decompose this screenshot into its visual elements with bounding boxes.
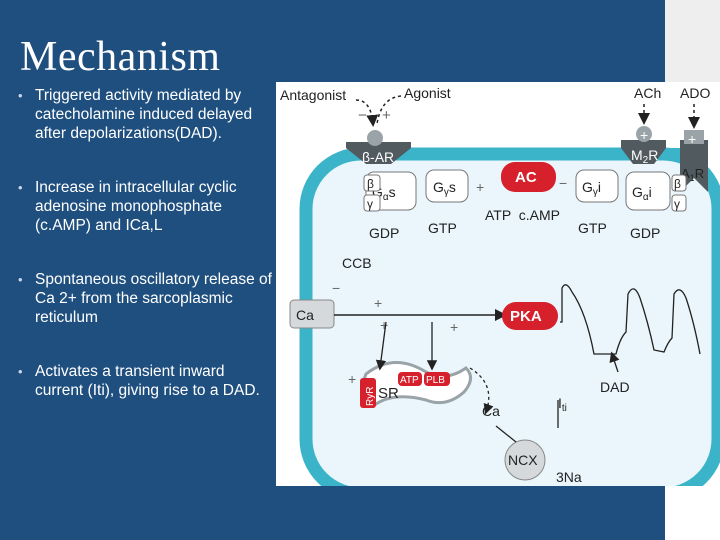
a1r-receptor [680,140,708,192]
a1r-label: A1R [681,166,704,183]
bullet-dot-icon: • [18,180,23,195]
antagonist-label: Antagonist [280,87,346,103]
gamma-subunit-label: γ [367,197,373,211]
atp-pump-label: ATP [400,375,419,386]
gamma-subunit-label: γ [674,197,680,211]
bullet-item: • Increase in intracellular cyclic adeno… [18,178,273,235]
g-alpha-s-label: Gαs [372,184,396,203]
dad-arrow [609,351,620,373]
gdp-label-right: GDP [630,225,660,241]
g-gamma-s-box [425,169,469,203]
three-na-label: 3Na [556,469,582,485]
bullet-item: • Spontaneous oscillatory release of Ca … [18,270,273,327]
dad-label: DAD [600,379,630,395]
gamma-subunit-box [363,194,381,212]
beta-subunit-label: β [367,177,374,191]
atp-pump [398,372,422,386]
ca-ncx-line [495,425,517,443]
antagonist-arrow [355,99,379,127]
action-potential-trace [560,284,701,355]
plb-protein [424,372,450,386]
ac-enzyme [501,162,556,192]
beta-subunit-box [671,174,687,192]
agonist-arrow [376,95,402,125]
ncx-exchanger [504,439,546,481]
ncx-label: NCX [508,452,538,468]
minus-sign: − [559,175,567,191]
plus-sign: + [348,371,356,387]
m2r-label: M2R [631,147,658,166]
ccb-label: CCB [342,255,372,271]
mechanism-diagram-svg: β-AR M2R A1R Antagonist Agonist ACh ADO … [280,85,720,501]
sr-ca-release-arrow [469,367,494,415]
pka-label: PKA [510,308,542,325]
g-alpha-i-box [625,171,671,211]
ado-plus-sign: + [688,131,696,147]
minus-sign: − [358,107,367,124]
ach-label: ACh [634,85,661,101]
mechanism-diagram: β-AR M2R A1R Antagonist Agonist ACh ADO … [276,82,720,501]
minus-sign: − [332,280,340,296]
bullet-text: Triggered activity mediated by catechola… [35,87,253,142]
ado-label: ADO [680,85,710,101]
plb-label: PLB [426,375,445,386]
atp-camp-label: ATP c.AMP [485,207,560,223]
agonist-label: Agonist [404,85,451,101]
beta-ar-label: β-AR [362,149,394,165]
gdp-label-left: GDP [369,225,399,241]
ac-label: AC [515,169,537,186]
g-gamma-i-box [575,169,619,203]
bullet-dot-icon: • [18,88,23,103]
ca-release-label: Ca [482,403,500,419]
plus-sign: + [476,179,484,195]
bullet-item: • Triggered activity mediated by catecho… [18,86,273,143]
ca-channel [289,299,335,329]
beta-subunit-label: β [674,177,681,191]
ligand-ball [367,130,383,146]
g-alpha-i-label: Gαi [632,184,652,203]
slide-title: Mechanism [20,34,221,80]
plus-sign: + [450,319,458,335]
g-gamma-i-label: Gγi [582,179,601,198]
g-gamma-s-label: Gγs [433,179,456,198]
ca-channel-label: Ca [296,307,314,323]
plus-sign: + [374,295,382,311]
ach-ball [636,126,652,142]
sr-label: SR [378,385,399,402]
ado-ball [684,130,704,144]
beta-ar-receptor [346,142,411,164]
membrane-band [354,148,684,160]
gtp-label-right: GTP [578,220,607,236]
bullet-dot-icon: • [18,272,23,287]
iti-label: Iti [558,395,567,414]
bullet-dot-icon: • [18,364,23,379]
gtp-label-left: GTP [428,220,457,236]
m2r-receptor [621,140,666,164]
plus-sign: + [382,107,391,124]
beta-subunit-box [363,174,381,192]
plus-sign: + [380,317,388,333]
bullet-list: • Triggered activity mediated by catecho… [18,86,273,400]
ach-plus-sign: + [640,127,648,143]
bullet-text: Increase in intracellular cyclic adenosi… [35,179,237,234]
pka-ryr-arrow [375,321,387,371]
ryr-channel [360,378,376,408]
gamma-subunit-box [671,194,687,212]
bullet-item: • Activates a transient inward current (… [18,362,273,400]
bullet-text: Activates a transient inward current (It… [35,363,260,399]
pka-enzyme [502,302,558,330]
ryr-label: RyR [365,387,376,406]
bullet-text: Spontaneous oscillatory release of Ca 2+… [35,271,272,326]
